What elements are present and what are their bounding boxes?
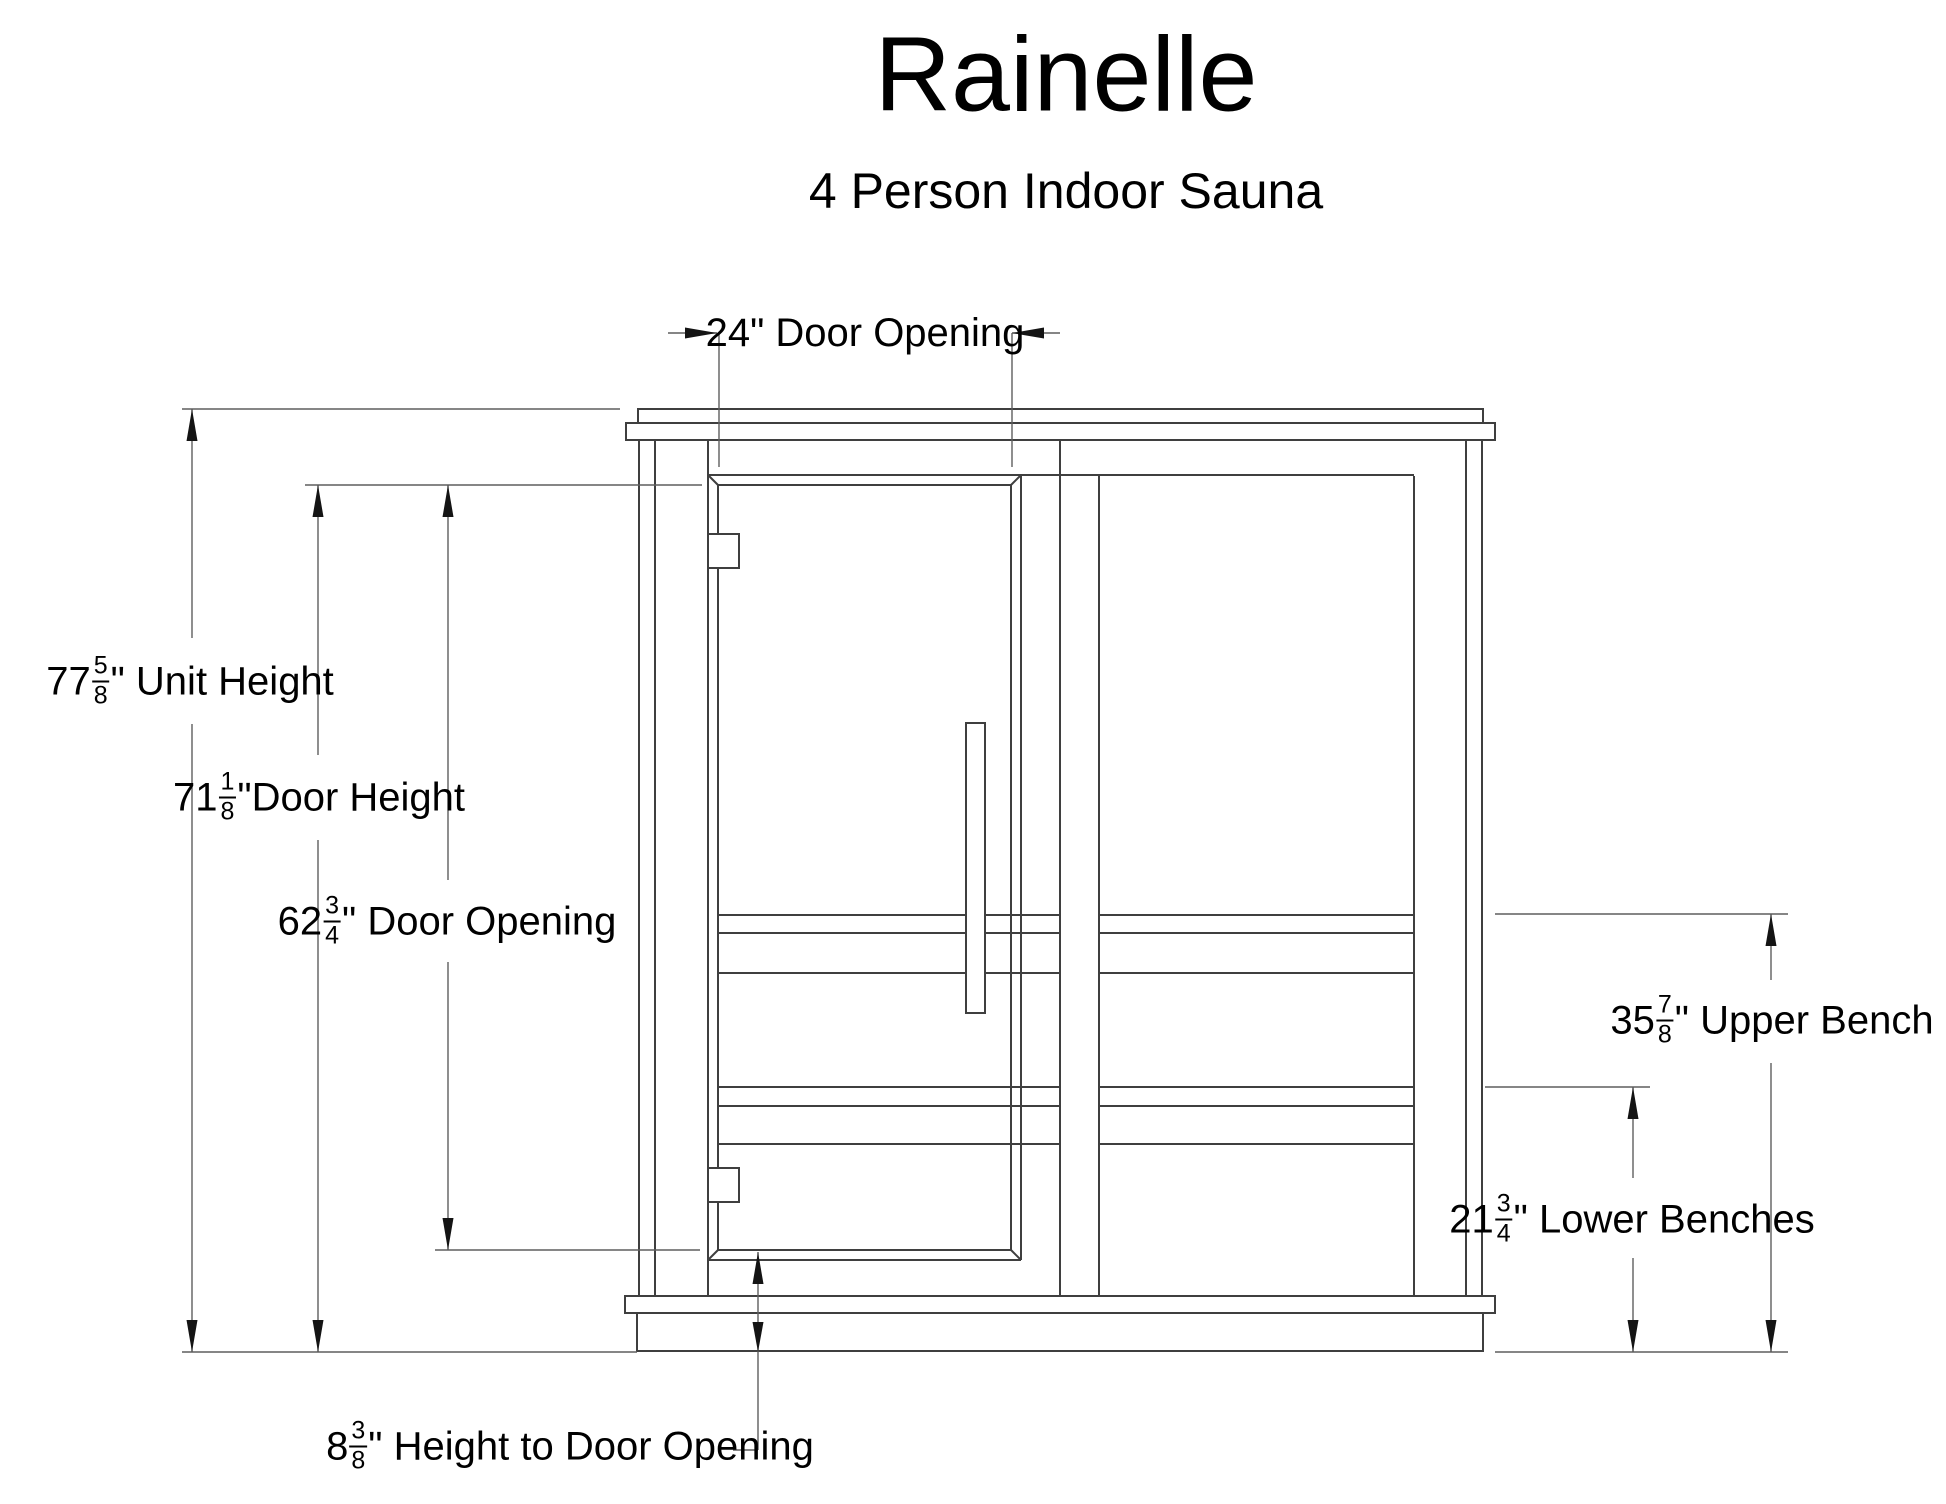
dim-suffix: " Height to Door Opening	[368, 1424, 814, 1468]
dim-suffix: " Door Opening	[750, 311, 1025, 355]
dim-value: 8	[326, 1424, 349, 1468]
window-panel	[1059, 440, 1415, 1296]
upper-hinge	[707, 533, 740, 569]
base	[624, 1295, 1496, 1352]
dim-suffix: " Lower Benches	[1513, 1197, 1815, 1241]
product-subtitle: 4 Person Indoor Sauna	[808, 163, 1324, 219]
lower-hinge	[707, 1167, 740, 1203]
door-glass	[717, 484, 1012, 1251]
dim-value: 77	[46, 659, 91, 703]
dim-value: 71	[172, 775, 218, 819]
product-title: Rainelle	[874, 15, 1258, 134]
dim-value: 21	[1449, 1197, 1494, 1241]
dim-suffix: " Door Opening	[342, 899, 617, 943]
door-handle	[965, 722, 986, 1014]
dim-suffix: " Upper Bench	[1674, 998, 1934, 1042]
dim-suffix: " Unit Height	[110, 659, 334, 703]
benches	[718, 914, 1414, 1145]
dimension-arrowheads	[186, 327, 1777, 1352]
walls	[638, 440, 1483, 1296]
door-opening-width-label: 24" Door Opening	[706, 312, 1025, 354]
dim-value: 62	[277, 899, 323, 943]
dim-suffix: "Door Height	[237, 775, 466, 819]
sauna-structure	[624, 408, 1496, 1352]
roof	[625, 408, 1496, 441]
extension-lines	[182, 333, 1788, 1353]
dim-value: 24	[705, 311, 751, 355]
door-hinges	[707, 533, 740, 1203]
dim-value: 35	[1610, 998, 1655, 1042]
